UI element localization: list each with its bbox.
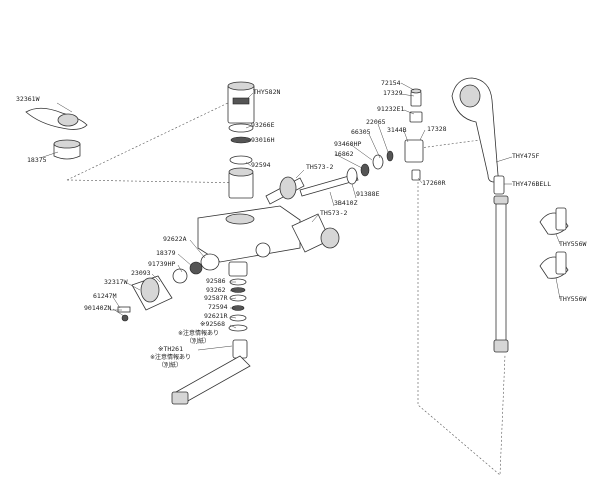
part-label-17329: 17329 (383, 89, 403, 97)
part-label-92568: ※92568 (200, 320, 226, 328)
slide-bar-part (493, 195, 509, 353)
ring-parts (346, 150, 394, 185)
caution-note-2-paren: （別紙） (158, 362, 183, 369)
lower-stack-parts (228, 261, 248, 332)
part-label-92586: 92586 (206, 277, 226, 285)
assembly-line (66, 179, 256, 184)
part-label-16862: 16862 (334, 150, 354, 158)
part-label-th573-bottom: TH573-2 (320, 209, 348, 217)
spout-part (171, 339, 251, 405)
lever-handle-part (25, 107, 88, 130)
hose-assembly-line (417, 170, 506, 476)
leader-lines (39, 82, 561, 351)
part-label-th261: ※TH261 (158, 345, 184, 353)
screw-parts (110, 309, 129, 322)
part-label-thy556w-top: THY556W (559, 240, 587, 248)
spindle-part (265, 173, 359, 205)
part-label-3b410z: 3B410Z (334, 199, 358, 207)
part-label-90140zn: 90140ZN (84, 304, 112, 312)
part-label-th573-top: TH573-2 (306, 163, 334, 171)
part-label-61247m: 61247M (93, 292, 117, 300)
hand-shower-part (451, 77, 505, 195)
part-label-18375: 18375 (27, 156, 47, 164)
assembly-line (419, 139, 481, 149)
part-label-23093: 23093 (131, 269, 151, 277)
caution-note-1: ※注意情報あり (178, 330, 220, 337)
part-label-18379: 18379 (156, 249, 176, 257)
cap-part (53, 139, 81, 160)
part-label-93266e: 93266E (251, 121, 275, 129)
part-label-92594: 92594 (251, 161, 271, 169)
part-label-91232e1: 91232E1 (377, 105, 405, 113)
part-label-thy582n: THY582N (253, 88, 281, 96)
part-label-17260r: 17260R (422, 179, 446, 187)
part-label-72594: 72594 (208, 303, 228, 311)
mixer-body-part (197, 205, 301, 263)
part-label-93460hp: 93460HP (334, 140, 362, 148)
part-label-93262: 93262 (206, 286, 226, 294)
caution-note-1-paren: （別紙） (186, 338, 211, 345)
left-side-parts (117, 253, 220, 313)
cartridge-part (227, 81, 255, 199)
diverter-part (404, 88, 424, 181)
part-label-thy556w-bottom: THY556W (559, 295, 587, 303)
part-label-92621r: 92621R (204, 312, 228, 320)
part-label-32361w: 32361W (16, 95, 40, 103)
caution-note-2: ※注意情報あり (150, 354, 192, 361)
part-label-66305: 66305 (351, 128, 371, 136)
part-label-17328: 17328 (427, 125, 447, 133)
part-label-92622a: 92622A (163, 235, 187, 243)
part-label-72154: 72154 (381, 79, 401, 87)
assembly-line (66, 89, 256, 181)
part-label-91739hp: 91739HP (148, 260, 176, 268)
part-label-93016h: 93016H (251, 136, 275, 144)
part-label-91388e: 91388E (356, 190, 380, 198)
part-label-32317w: 32317W (104, 278, 128, 286)
holder-part-top (539, 207, 569, 235)
knob-part (291, 213, 340, 253)
part-label-3144b: 3144B (387, 126, 407, 134)
part-label-92587r: 92587R (204, 294, 228, 302)
part-label-22065: 22065 (366, 118, 386, 126)
part-label-thy475f: THY475F (512, 152, 540, 160)
part-label-thy476bell: THY476BELL (512, 180, 552, 188)
holder-part-bottom (539, 251, 569, 279)
